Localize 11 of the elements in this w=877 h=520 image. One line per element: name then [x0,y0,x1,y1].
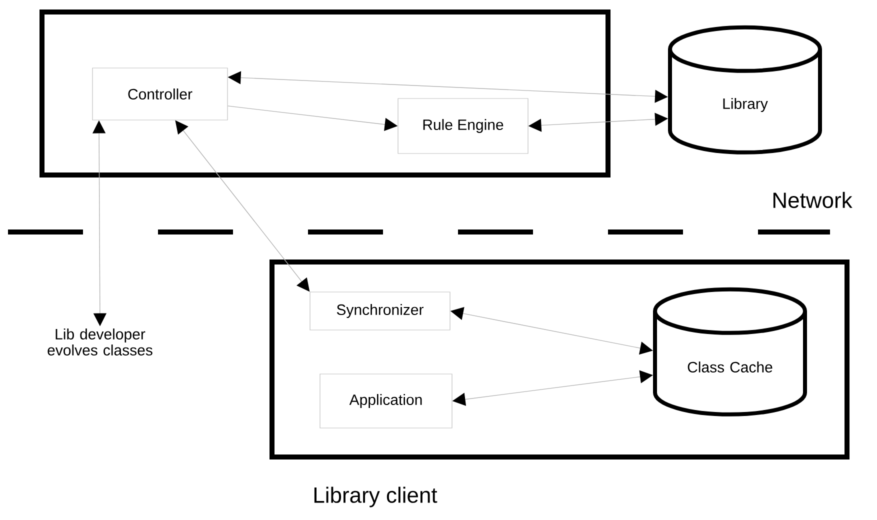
process-box: Rule Engine [398,98,528,154]
process-box: Synchronizer [310,292,450,330]
group-frame [270,260,850,460]
region-label: Network [773,192,852,208]
database-cylinder: Library [668,25,822,154]
actor-label: Lib developer evolves classes [48,328,152,356]
group-frame [40,10,610,178]
process-box: Controller [92,68,228,120]
region-label: Library client [314,486,438,508]
process-box: Application [320,374,452,428]
database-cylinder: Class Cache [653,287,807,416]
